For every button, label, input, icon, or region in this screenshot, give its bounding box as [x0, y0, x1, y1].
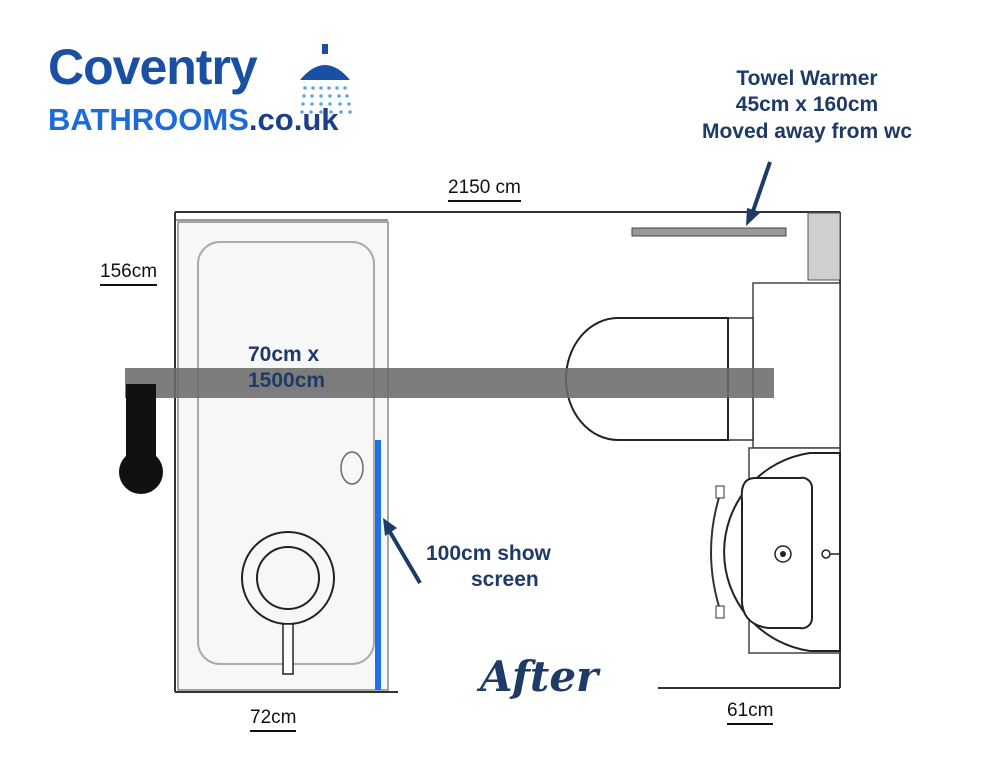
wc-unit — [565, 282, 841, 449]
shower-arm — [282, 623, 294, 675]
plug-hole-centre — [780, 551, 786, 557]
after-caption: After — [480, 652, 599, 701]
towel-warmer-title: Towel Warmer — [736, 67, 878, 90]
dimension-bottom-right: 61cm — [727, 700, 774, 725]
shower-head-icon — [300, 44, 352, 114]
logo-coventry: Coventry — [48, 39, 258, 95]
dimension-left: 156cm — [100, 261, 158, 286]
hinge-top — [715, 485, 725, 499]
cistern-box — [752, 282, 841, 449]
logo-domain-suffix: .co.uk — [248, 102, 339, 137]
overlay-bar-line2: 1500cm — [248, 369, 326, 393]
shower-screen-line2: screen — [471, 568, 539, 592]
radiator-icon — [119, 384, 163, 494]
dimension-top: 2150 cm — [448, 177, 521, 202]
overlay-bar-label: 70cm x 1500cm — [248, 342, 325, 395]
basin-unit — [710, 447, 841, 654]
towel-warmer — [631, 227, 787, 237]
shower-screen-note: 100cm show screen — [426, 541, 562, 594]
overlay-bar-line1: 70cm x — [248, 343, 320, 366]
towel-warmer-remark: Moved away from wc — [701, 119, 913, 143]
door-handle-arc — [710, 487, 723, 617]
drain-icon — [340, 451, 364, 485]
shower-rose-inner — [256, 546, 320, 610]
logo-bathrooms-main: BATHROOMS — [48, 102, 249, 137]
towel-warmer-note: Towel Warmer 45cm x 160cm Moved away fro… — [662, 66, 952, 145]
shower-water-drops — [300, 86, 352, 114]
shower-tray-outer — [177, 221, 389, 691]
shower-tray — [177, 221, 389, 691]
towel-warmer-size: 45cm x 160cm — [735, 93, 879, 117]
shower-head-stem — [322, 44, 328, 54]
dimension-bottom-left: 72cm — [250, 707, 297, 732]
towel-warmer-arrow — [746, 161, 772, 226]
shower-screen — [375, 440, 381, 690]
radiator-body — [126, 384, 156, 462]
wall-pillar — [807, 212, 841, 281]
overlay-bar — [125, 368, 774, 398]
shower-head-cap — [300, 65, 350, 80]
radiator-valve — [119, 450, 163, 494]
shower-screen-line1: 100cm show — [426, 542, 551, 565]
hinge-bottom — [715, 605, 725, 619]
logo-bathrooms: BATHROOMS.co.uk — [48, 104, 339, 135]
shower-screen-arrow — [383, 518, 422, 585]
